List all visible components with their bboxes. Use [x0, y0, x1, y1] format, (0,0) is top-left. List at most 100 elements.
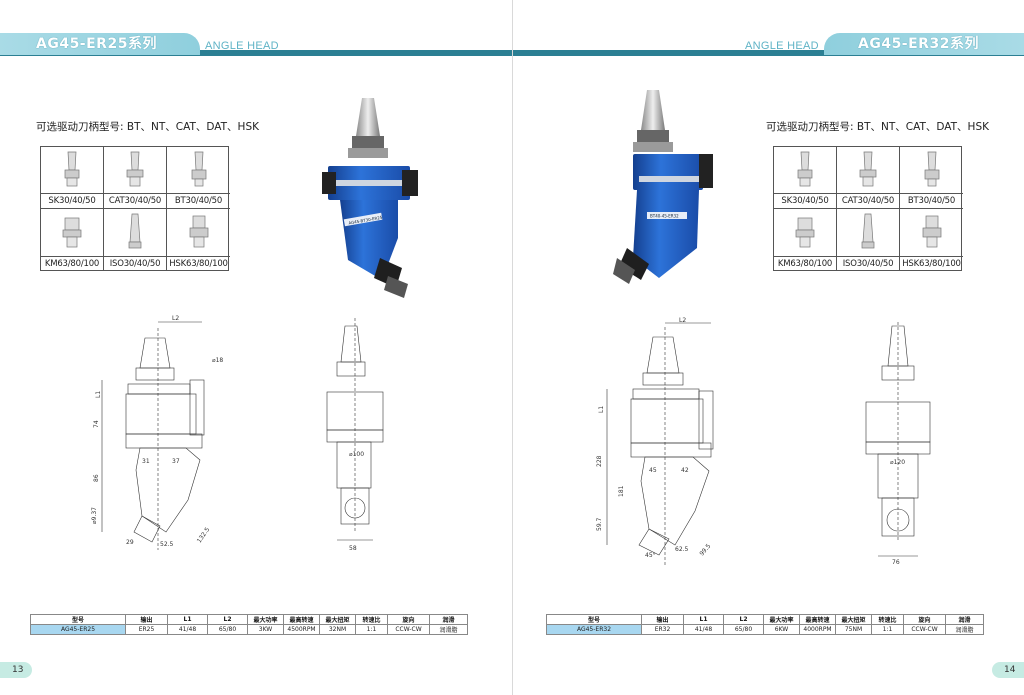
dim-label: ⌀100: [349, 451, 364, 458]
column-header: 最高转速: [799, 614, 836, 625]
sk-holder-icon: [797, 151, 813, 187]
table-cell: 65/80: [207, 624, 248, 635]
column-header: 润滑: [945, 614, 984, 625]
column-header: 型号: [546, 614, 642, 625]
table-header-row: 型号 输出 L1 L2 最大功率 最高转速 最大扭矩 转速比 旋向 润滑: [546, 614, 984, 625]
hsk-holder-icon: [189, 215, 208, 248]
holder-label: HSK63/80/100: [900, 256, 963, 270]
holder-label: BT30/40/50: [167, 193, 230, 207]
table-header-row: 型号 输出 L1 L2 最大功率 最高转速 最大扭矩 转速比 旋向 润滑: [30, 614, 468, 625]
holder-label: CAT30/40/50: [104, 193, 166, 207]
page-number: 14: [992, 662, 1024, 678]
dim-label: 42: [681, 467, 689, 474]
column-header: 最大功率: [247, 614, 284, 625]
holder-label: ISO30/40/50: [837, 256, 899, 270]
dim-label: 74: [93, 420, 100, 428]
series-title: AG45-ER32系列: [824, 33, 1024, 55]
dim-label: L2: [172, 315, 179, 322]
cat-holder-icon: [126, 151, 144, 187]
cat-holder-icon: [859, 151, 877, 187]
dim-label: 99.5: [698, 543, 712, 558]
bt-holder-icon: [191, 151, 206, 187]
table-cell: 41/48: [683, 624, 724, 635]
angle-head-photo: BT40-45-ER32: [613, 90, 713, 284]
column-header: 润滑: [429, 614, 468, 625]
page-number: 13: [0, 662, 32, 678]
table-cell: 6KW: [763, 624, 800, 635]
holder-cell: CAT30/40/50: [104, 147, 167, 209]
table-cell: 3KW: [247, 624, 284, 635]
column-header: 转速比: [355, 614, 388, 625]
holder-cell: KM63/80/100: [774, 209, 837, 271]
table-cell: ER25: [125, 624, 168, 635]
column-header: 输出: [125, 614, 168, 625]
side-view-drawing: ⌀120 76: [865, 322, 931, 566]
column-header: 最大扭矩: [835, 614, 872, 625]
iso-holder-icon: [128, 213, 142, 249]
dim-label: 45: [649, 467, 657, 474]
dim-label: ⌀18: [212, 357, 223, 364]
holder-label: KM63/80/100: [41, 256, 103, 270]
dim-label: L2: [679, 317, 686, 324]
table-cell: ER32: [641, 624, 684, 635]
table-cell: 1:1: [355, 624, 388, 635]
holder-label: ISO30/40/50: [104, 256, 166, 270]
spec-table: 型号 输出 L1 L2 最大功率 最高转速 最大扭矩 转速比 旋向 润滑 AG4…: [30, 614, 468, 635]
holder-cell: SK30/40/50: [41, 147, 104, 209]
holders-title: 可选驱动刀柄型号: BT、NT、CAT、DAT、HSK: [766, 121, 990, 133]
series-title: AG45-ER25系列: [0, 33, 200, 55]
holder-cell: ISO30/40/50: [104, 209, 167, 271]
dim-label: 228: [596, 455, 603, 467]
holder-label: HSK63/80/100: [167, 256, 230, 270]
table-cell: 润滑脂: [945, 624, 984, 635]
iso-holder-icon: [861, 213, 875, 249]
dim-label: L1: [598, 406, 605, 413]
table-cell: 1:1: [871, 624, 904, 635]
dim-label: ⌀9.37: [91, 507, 98, 524]
header-rule: [513, 50, 1024, 56]
series-subtitle: ANGLE HEAD: [205, 40, 279, 52]
column-header: 最高转速: [283, 614, 320, 625]
holder-cell: KM63/80/100: [41, 209, 104, 271]
front-view-drawing: L2 L1 ⌀18 74 31 37 86 ⌀9.37 29 52.5 132.…: [91, 315, 223, 550]
table-row: AG45-ER32 ER32 41/48 65/80 6KW 4000RPM 7…: [546, 624, 984, 635]
table-cell: 75NM: [835, 624, 872, 635]
bt-holder-icon: [924, 151, 939, 187]
km-holder-icon: [62, 217, 82, 248]
column-header: L1: [167, 614, 208, 625]
table-cell: 65/80: [723, 624, 764, 635]
column-header: 转速比: [871, 614, 904, 625]
photo-label: AG45-BT30-ER25: [348, 215, 383, 226]
holder-label: SK30/40/50: [41, 193, 103, 207]
right-page: ANGLE HEAD AG45-ER32系列 可选驱动刀柄型号: BT、NT、C…: [512, 0, 1024, 695]
column-header: L2: [207, 614, 248, 625]
dim-label: 86: [93, 474, 100, 482]
holder-grid: SK30/40/50 CAT30/40/50 BT30/40/50 KM63/8…: [40, 146, 230, 271]
holder-grid: SK30/40/50 CAT30/40/50 BT30/40/50 KM63/8…: [773, 146, 963, 271]
column-header: 最大功率: [763, 614, 800, 625]
holder-cell: BT30/40/50: [900, 147, 963, 209]
holder-cell: CAT30/40/50: [837, 147, 900, 209]
holder-label: KM63/80/100: [774, 256, 836, 270]
holder-label: SK30/40/50: [774, 193, 836, 207]
spec-table: 型号 输出 L1 L2 最大功率 最高转速 最大扭矩 转速比 旋向 润滑 AG4…: [546, 614, 984, 635]
dim-label: ⌀120: [890, 459, 905, 466]
dim-label: 76: [892, 559, 900, 566]
table-cell: 41/48: [167, 624, 208, 635]
holder-cell: BT30/40/50: [167, 147, 230, 209]
dim-label: 29: [126, 539, 134, 546]
series-subtitle: ANGLE HEAD: [745, 40, 819, 52]
table-cell: 4500RPM: [283, 624, 320, 635]
table-cell: CCW-CW: [387, 624, 430, 635]
table-cell: 润滑脂: [429, 624, 468, 635]
table-row: AG45-ER25 ER25 41/48 65/80 3KW 4500RPM 3…: [30, 624, 468, 635]
dim-label: 45°: [645, 552, 656, 559]
table-cell: CCW-CW: [903, 624, 946, 635]
front-view-drawing: L2 L1 228 45 42 181 59.7 45° 62.5 99.5: [596, 317, 714, 565]
column-header: 旋向: [387, 614, 430, 625]
table-cell: 4000RPM: [799, 624, 836, 635]
column-header: 输出: [641, 614, 684, 625]
column-header: 旋向: [903, 614, 946, 625]
dim-label: L1: [95, 391, 102, 398]
holder-label: CAT30/40/50: [837, 193, 899, 207]
